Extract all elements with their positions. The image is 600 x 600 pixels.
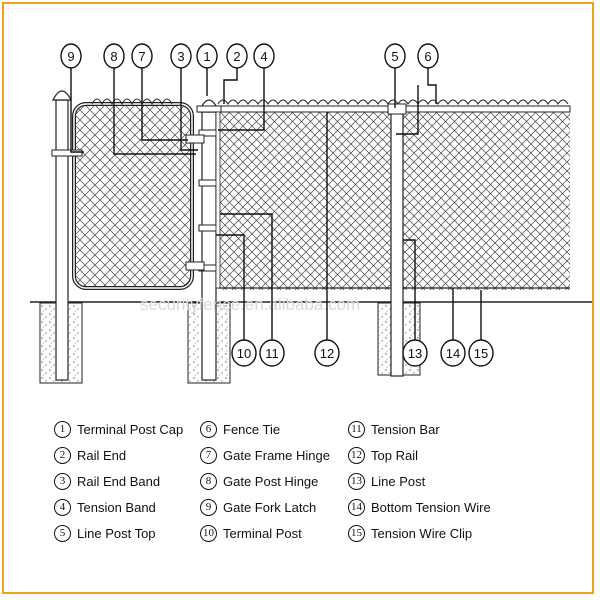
legend-item: 13 Line Post — [348, 470, 425, 492]
legend-item: 12 Top Rail — [348, 444, 418, 466]
svg-text:1: 1 — [203, 49, 210, 64]
svg-text:9: 9 — [67, 49, 74, 64]
legend-label: Gate Frame Hinge — [223, 447, 330, 463]
svg-text:13: 13 — [408, 346, 422, 361]
legend-label: Bottom Tension Wire — [371, 499, 491, 515]
svg-text:14: 14 — [446, 346, 460, 361]
legend-number: 11 — [348, 420, 365, 438]
legend-label: Tension Band — [77, 499, 156, 515]
legend-item: 10 Terminal Post — [200, 522, 302, 544]
gate-latch-post — [52, 90, 72, 381]
legend-number: 12 — [348, 446, 365, 464]
svg-text:6: 6 — [424, 49, 431, 64]
callout-4: 4 — [253, 43, 275, 69]
callout-13: 13 — [402, 339, 428, 367]
callout-10: 10 — [231, 339, 257, 367]
terminal-post — [196, 99, 222, 381]
svg-text:10: 10 — [237, 346, 251, 361]
callout-6: 6 — [417, 43, 439, 69]
legend-number: 13 — [348, 472, 365, 490]
legend-number: 7 — [200, 446, 217, 464]
legend-label: Rail End Band — [77, 473, 161, 489]
callouts: 9 8 7 3 1 2 4 5 6 10 11 12 13 14 15 — [60, 43, 494, 367]
legend-label: Terminal Post Cap — [77, 421, 184, 437]
callout-5: 5 — [384, 43, 406, 69]
legend-item: 7 Gate Frame Hinge — [200, 444, 330, 466]
legend-item: 11 Tension Bar — [348, 418, 440, 440]
svg-text:4: 4 — [260, 49, 267, 64]
legend-number: 14 — [348, 498, 365, 516]
legend-label: Gate Fork Latch — [223, 499, 317, 515]
legend-number: 15 — [348, 524, 365, 542]
gate — [51, 98, 205, 290]
legend-item: 1 Terminal Post Cap — [54, 418, 183, 440]
svg-text:3: 3 — [177, 49, 184, 64]
svg-text:7: 7 — [138, 49, 145, 64]
callout-12: 12 — [314, 339, 340, 367]
legend-label: Line Post Top — [77, 525, 156, 541]
callout-11: 11 — [259, 339, 285, 367]
legend-number: 2 — [54, 446, 71, 464]
legend-number: 6 — [200, 420, 217, 438]
svg-text:2: 2 — [233, 49, 240, 64]
line-post — [387, 103, 407, 377]
leader-lines — [70, 67, 482, 340]
callout-1: 1 — [196, 43, 218, 69]
svg-text:11: 11 — [265, 346, 279, 361]
legend-number: 3 — [54, 472, 71, 490]
svg-text:15: 15 — [474, 346, 488, 361]
legend-label: Gate Post Hinge — [223, 473, 319, 489]
legend-label: Rail End — [77, 447, 127, 463]
callout-8: 8 — [103, 43, 125, 69]
watermark-text: securityfence.en.alibaba.com — [140, 295, 360, 314]
legend-label: Tension Bar — [371, 421, 440, 437]
legend-number: 10 — [200, 524, 217, 542]
legend-label: Fence Tie — [223, 421, 281, 437]
legend-label: Line Post — [371, 473, 426, 489]
concrete-footings — [39, 302, 421, 384]
legend: 1 Terminal Post Cap 2 Rail End 3 Rail End B… — [0, 410, 600, 560]
callout-14: 14 — [440, 339, 466, 367]
callout-3: 3 — [170, 43, 192, 69]
legend-item: 14 Bottom Tension Wire — [348, 496, 491, 518]
callout-2: 2 — [226, 43, 248, 69]
legend-item: 2 Rail End — [54, 444, 126, 466]
callout-7: 7 — [131, 43, 153, 69]
legend-number: 1 — [54, 420, 71, 438]
legend-label: Top Rail — [371, 447, 418, 463]
image-border — [2, 2, 594, 594]
legend-label: Terminal Post — [223, 525, 302, 541]
svg-text:8: 8 — [110, 49, 117, 64]
legend-number: 8 — [200, 472, 217, 490]
legend-number: 9 — [200, 498, 217, 516]
legend-item: 4 Tension Band — [54, 496, 156, 518]
legend-item: 15 Tension Wire Clip — [348, 522, 472, 544]
legend-number: 4 — [54, 498, 71, 516]
legend-label: Tension Wire Clip — [371, 525, 473, 541]
legend-number: 5 — [54, 524, 71, 542]
legend-item: 3 Rail End Band — [54, 470, 160, 492]
svg-text:12: 12 — [320, 346, 334, 361]
callout-9: 9 — [60, 43, 82, 69]
legend-item: 9 Gate Fork Latch — [200, 496, 316, 518]
svg-text:5: 5 — [391, 49, 398, 64]
fence-diagram: securityfence.en.alibaba.com 9 8 7 3 1 2… — [30, 43, 592, 384]
legend-item: 5 Line Post Top — [54, 522, 156, 544]
callout-15: 15 — [468, 339, 494, 367]
legend-item: 8 Gate Post Hinge — [200, 470, 318, 492]
legend-item: 6 Fence Tie — [200, 418, 280, 440]
